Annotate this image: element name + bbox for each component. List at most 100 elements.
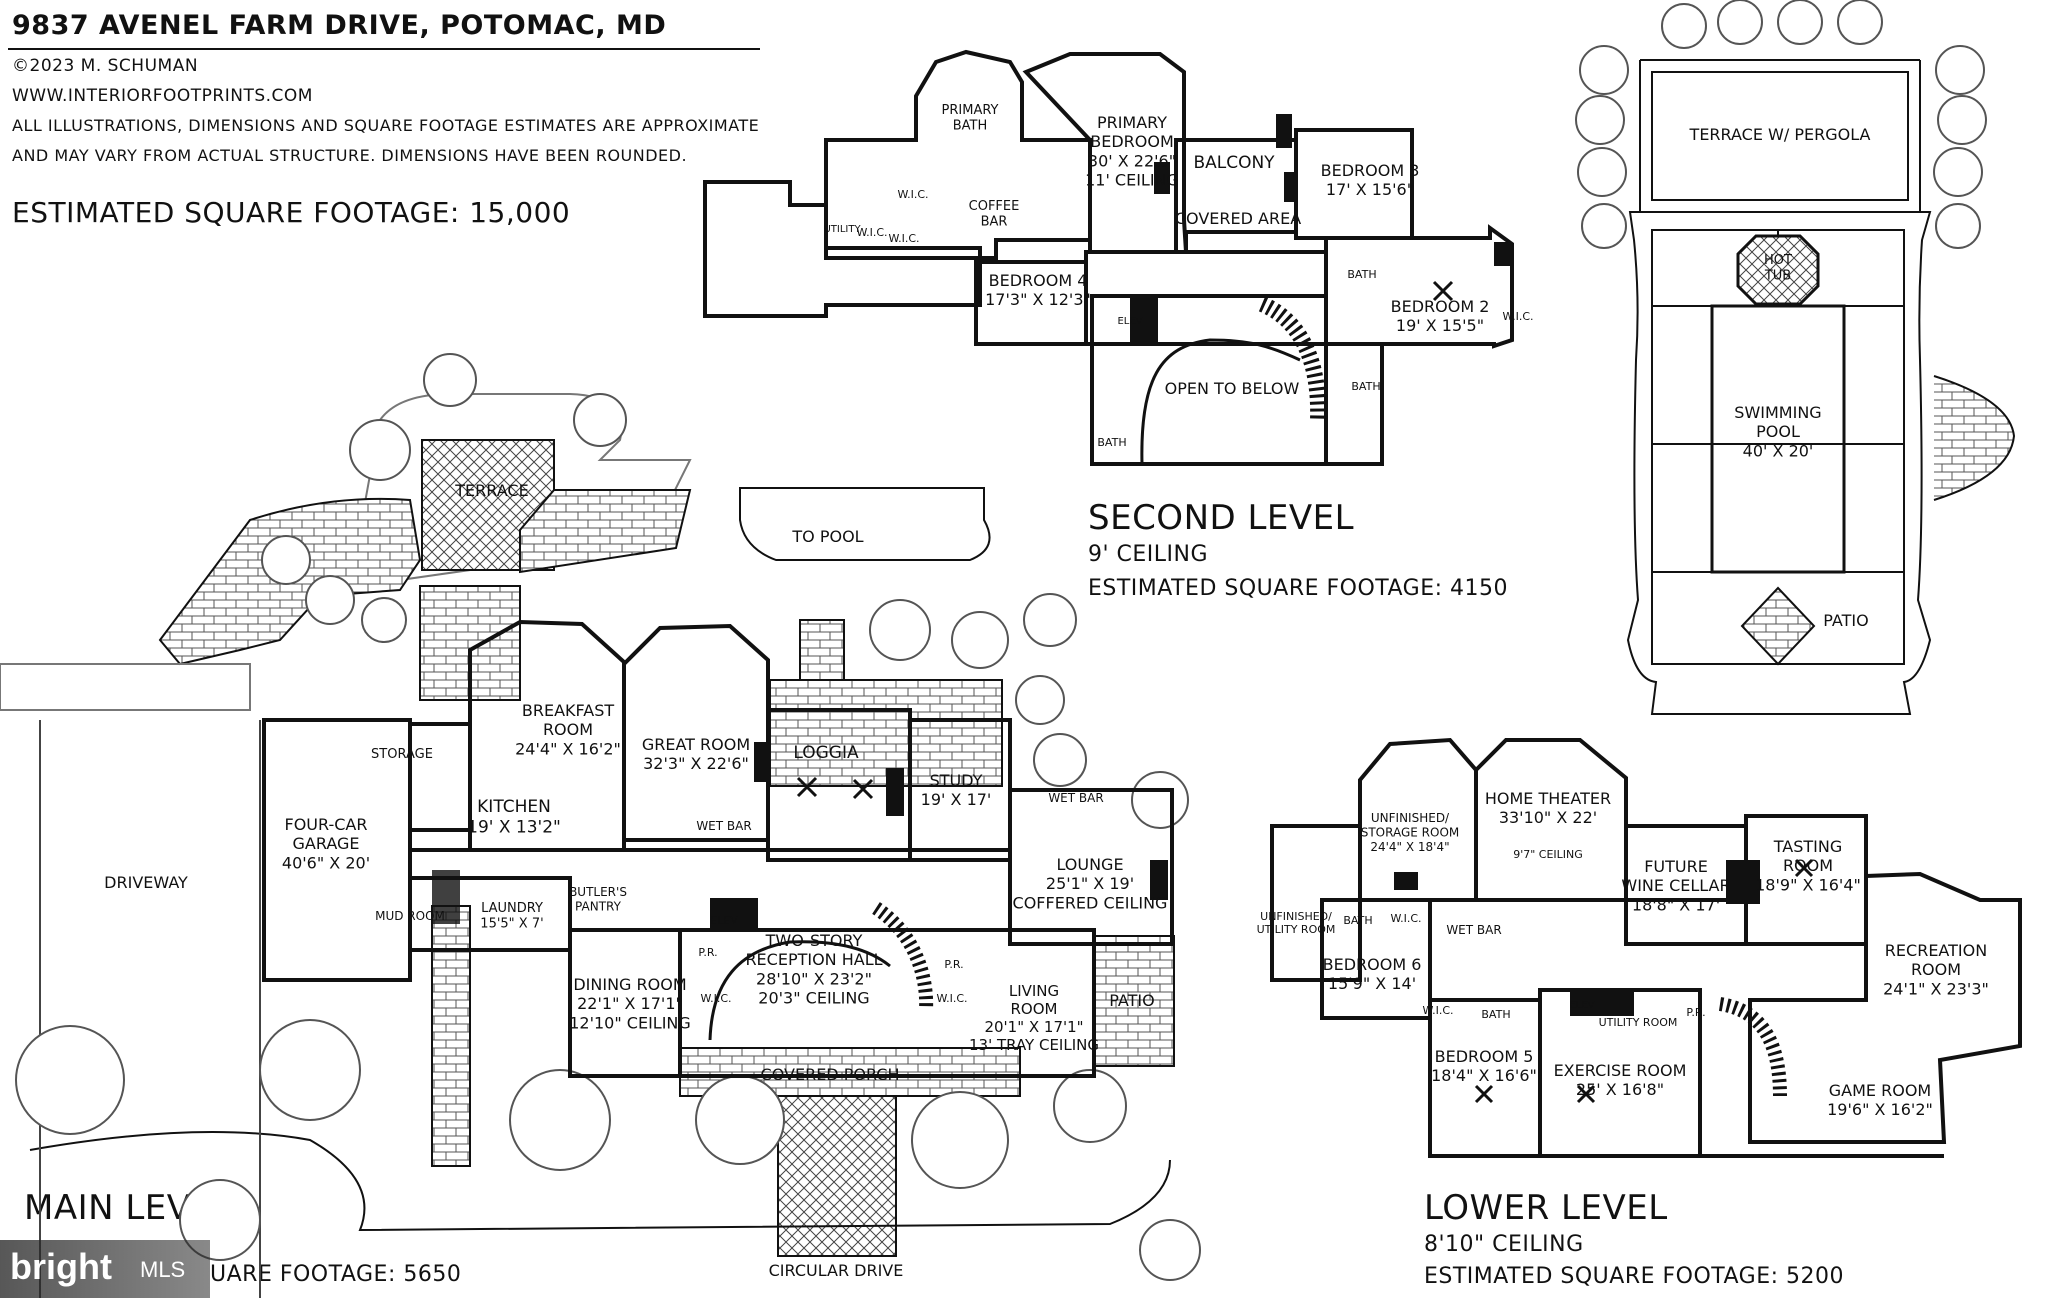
header-divider [8,48,760,50]
reception-stair-curve [708,940,891,1041]
room-label-line: 24'1" X 23'3" [1883,979,1989,998]
second-level-sqft: ESTIMATED SQUARE FOOTAGE: 4150 [1088,576,1509,601]
main-level-house [262,619,1174,1078]
room-label-line: UTILITY ROOM [1257,923,1336,936]
room-label-line: W.I.C. [897,188,928,201]
room-label-line: POOL [1756,422,1800,441]
room-label-line: CIRCULAR DRIVE [769,1261,904,1280]
room-label-line: COFFERED CEILING [1013,893,1168,912]
room-label-line: ELEV [710,914,738,927]
main-room-label: PATIO [1109,991,1154,1010]
lower-room-label: 9'7" CEILING [1513,848,1583,861]
room-label-line: ROOM [1911,960,1961,979]
room-label-line: UNFINISHED/ [1260,910,1332,923]
room-label-line: BATH [1347,268,1376,281]
room-label-line: W.I.C. [888,232,919,245]
room-label-line: PRIMARY [942,103,999,118]
room-label-line: FUTURE [1644,857,1708,876]
room-label-line: 18'8" X 17' [1632,895,1720,914]
watermark-mls: MLS [140,1257,186,1282]
room-label-line: SWIMMING [1734,403,1821,422]
lower-level-title: LOWER LEVEL [1424,1188,1668,1228]
room-label-line: 19' X 17' [921,790,992,809]
main-room-label: W.I.C. [700,992,731,1005]
main-room-label: LOGGIA [793,743,859,763]
loggia-fan-marks [796,776,874,800]
lower-room-label: BATH [1481,1008,1510,1021]
pool-room-label: PATIO [1823,611,1868,630]
lower-room-label: P.R. [1686,1006,1705,1019]
second-room-label: W.I.C. [1502,310,1533,323]
room-label-line: BEDROOM 5 [1435,1047,1534,1066]
room-label-line: UNFINISHED/ [1371,811,1450,825]
room-label-line: LIVING [1009,982,1059,1000]
room-label-line: PATIO [1823,611,1868,630]
room-label-line: LAUNDRY [481,901,543,916]
room-label-line: BEDROOM 6 [1323,955,1422,974]
bedroom2-fan-mark [1432,280,1454,302]
disclaimer-line-2: AND MAY VARY FROM ACTUAL STRUCTURE. DIME… [12,146,688,165]
website-text: WWW.INTERIORFOOTPRINTS.COM [12,86,313,106]
main-room-label: P.R. [944,958,963,971]
room-label-line: LOGGIA [793,743,859,763]
main-room-label: P.R. [698,946,717,959]
spiral-stair [1258,296,1327,421]
room-label-line: 19'6" X 16'2" [1827,1100,1933,1119]
room-label-line: 33'10" X 22' [1499,808,1597,827]
lower-room-label: UTILITY ROOM [1599,1016,1678,1029]
room-label-line: WET BAR [1446,923,1501,937]
room-label-line: PRIMARY [1097,113,1167,132]
room-label-line: 19' X 13'2" [467,817,561,837]
room-label-line: BEDROOM 2 [1391,297,1490,316]
room-label-line: 24'4" X 16'2" [515,739,621,758]
room-label-line: EXERCISE ROOM [1554,1061,1687,1080]
room-label-line: 40' X 20' [1743,441,1814,460]
room-label-line: TASTING [1773,837,1843,856]
room-label-line: ROOM [543,720,593,739]
room-label-line: STORAGE ROOM [1361,825,1460,839]
room-label-line: PANTRY [575,899,622,913]
lower-room-label: WET BAR [1446,923,1501,937]
room-label-line: W.I.C. [700,992,731,1005]
main-level-sqft: UARE FOOTAGE: 5650 [210,1262,462,1287]
reception-spiral-stair [872,902,934,1011]
second-room-label: BATH [1351,380,1380,393]
room-label-line: WET BAR [1048,791,1103,805]
pool-room-label: TERRACE W/ PERGOLA [1689,125,1871,144]
room-label-line: BEDROOM 4 [989,271,1088,290]
main-room-label: CIRCULAR DRIVE [769,1261,904,1280]
second-level-plan [703,49,1514,466]
lower-room-label: W.I.C. [1390,912,1421,925]
room-label-line: BAR [981,215,1008,230]
second-room-label: BATH [1097,436,1126,449]
room-label-line: FOUR-CAR [285,815,368,834]
room-label-line: GARAGE [293,834,360,853]
room-label-line: ELEV [1117,316,1142,327]
room-label-line: 17'3" X 12'3" [985,290,1091,309]
property-address-title: 9837 AVENEL FARM DRIVE, POTOMAC, MD [12,10,667,41]
main-room-label: WET BAR [696,819,751,833]
room-label-line: UTILITY ROOM [1599,1016,1678,1029]
room-label-line: P.R. [698,946,717,959]
room-label-line: BATH [1481,1008,1510,1021]
room-label-line: RECEPTION HALL [745,950,882,969]
room-label-line: WINE CELLAR [1621,876,1730,895]
second-room-label: ELEV [1117,316,1142,327]
room-label-line: 28'10" X 23'2" [756,969,872,988]
